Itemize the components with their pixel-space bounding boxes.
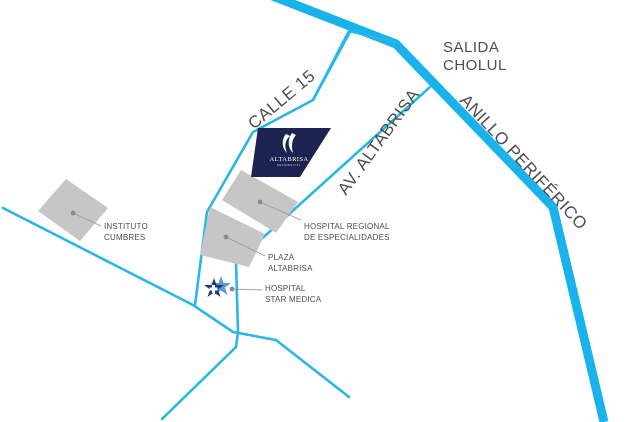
salida-line2: CHOLUL <box>443 57 507 74</box>
hospital-regional-label-line2: DE ESPECIALIDADES <box>304 233 390 242</box>
plaza-altabrisa-block <box>200 207 265 267</box>
instituto-cumbres-block <box>38 179 108 241</box>
hospital-star-dot <box>229 286 235 292</box>
hospital-star-leader <box>231 288 263 291</box>
hospital-star-label-line2: STAR MEDICA <box>265 295 322 304</box>
instituto-label-line1: INSTITUTO <box>104 222 148 231</box>
plaza-label-line2: ALTABRISA <box>268 264 313 273</box>
south-road <box>160 330 240 421</box>
plaza-label-line1: PLAZA <box>268 253 295 262</box>
altabrisa-logo-icon: ALTABRISA RESIDENCIAL <box>251 128 331 177</box>
hospital-regional-label-line1: HOSPITAL REGIONAL <box>304 222 390 231</box>
anillo-periferico-road <box>270 0 609 422</box>
hospital-star-label-line1: HOSPITAL <box>265 284 306 293</box>
calle-15-label: CALLE 15 <box>244 66 319 133</box>
instituto-label-line2: CUMBRES <box>104 233 145 242</box>
hospital-regional-leader <box>259 201 302 221</box>
plaza-dot <box>223 234 229 240</box>
instituto-dot <box>70 210 76 216</box>
logo-tagline: RESIDENCIAL <box>277 163 301 167</box>
salida-line1: SALIDA <box>443 39 499 56</box>
plaza-leader <box>225 236 266 257</box>
main-diagonal-road <box>1 206 351 399</box>
instituto-leader <box>72 212 102 227</box>
anillo-periferico-label: ANILLO PERIFÉRICO <box>456 91 591 234</box>
star-medica-icon <box>204 276 231 297</box>
av-altabrisa-label: AV. ALTABRISA <box>334 85 423 198</box>
hospital-regional-dot <box>257 199 263 205</box>
logo-name: ALTABRISA <box>270 156 309 163</box>
connector-road-top <box>311 29 396 102</box>
